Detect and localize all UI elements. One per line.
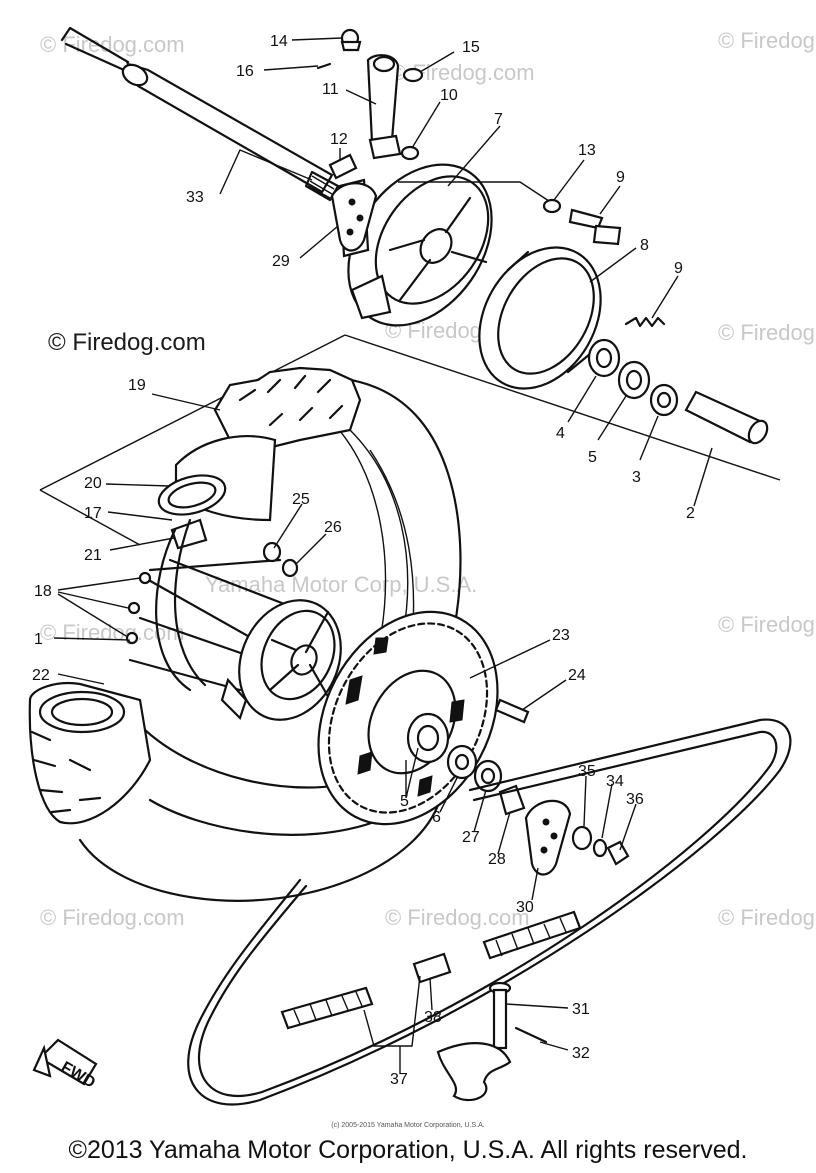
callout-8: 8 — [640, 237, 649, 254]
main-watermark: © Firedog.com — [48, 329, 206, 356]
callout-37: 36 — [626, 791, 644, 808]
axle-and-guide — [436, 981, 548, 1102]
callout-7: 7 — [494, 111, 503, 128]
leader-line — [398, 181, 556, 206]
watermark: © Firedog.com — [718, 905, 816, 930]
callout-29: 28 — [488, 851, 506, 868]
callout-32: 31 — [572, 1001, 590, 1018]
axle-bearings — [587, 338, 769, 445]
callout-9: 9 — [674, 260, 683, 277]
callout-5: 5 — [588, 449, 597, 466]
callout-36: 35 — [578, 763, 596, 780]
callout-5b: 5 — [400, 793, 409, 810]
callout-34: 33 — [186, 189, 204, 206]
callout-14: 13 — [578, 142, 596, 159]
rear-hub — [220, 541, 342, 721]
footer-copyright: ©2013 Yamaha Motor Corporation, U.S.A. A… — [68, 1136, 748, 1164]
watermark: © Firedog.com — [385, 905, 530, 930]
callout-27: 26 — [324, 519, 342, 536]
callout-12: 11 — [322, 81, 339, 98]
callout-13: 12 — [330, 131, 348, 148]
callout-20: 19 — [128, 377, 146, 394]
callout-25: 24 — [568, 667, 586, 684]
callout-39: 38 — [424, 1009, 442, 1026]
watermark: © Firedog.com — [718, 28, 816, 53]
rim-and-spokes — [125, 435, 302, 692]
callout-labels: 14 16 11 15 10 12 7 13 9 33 8 29 9 19 4 … — [32, 33, 695, 1088]
callout-21: 20 — [84, 475, 102, 492]
leader-lines — [53, 37, 713, 1074]
watermark: © Firedog.com — [40, 620, 185, 645]
brake-rod — [60, 26, 340, 202]
callout-24: 23 — [552, 627, 570, 644]
callout-23: 22 — [32, 667, 50, 684]
callout-22: 21 — [84, 547, 102, 564]
callout-11: 10 — [440, 87, 458, 104]
callout-31: 30 — [516, 899, 534, 916]
callout-38: 37 — [390, 1071, 408, 1088]
center-watermark: Yamaha Motor Corp, U.S.A. — [205, 572, 477, 597]
cam-lever — [316, 28, 424, 180]
callout-3: 3 — [632, 469, 641, 486]
callout-19: 18 — [34, 583, 52, 600]
callout-6: 6 — [432, 809, 441, 826]
forward-direction-indicator: FWD — [32, 1038, 98, 1092]
callout-4: 4 — [556, 425, 565, 442]
watermark: © Firedog.com — [718, 612, 816, 637]
callout-10: 9 — [616, 169, 625, 186]
callout-2: 2 — [686, 505, 695, 522]
callout-28: 27 — [462, 829, 480, 846]
brake-shoes — [478, 246, 666, 390]
callout-1: 1 — [34, 631, 43, 648]
assembly-outline — [39, 334, 781, 546]
chain-adjusters — [330, 182, 630, 876]
small-copyright-credit: (c) 2005-2015 Yamaha Motor Corporation, … — [331, 1122, 485, 1129]
drive-chain — [187, 718, 792, 1106]
callout-33: 32 — [572, 1045, 590, 1062]
brake-adjuster — [542, 198, 622, 246]
callout-35: 34 — [606, 773, 624, 790]
callout-18: 17 — [84, 505, 102, 522]
watermark: © Firedog.com — [718, 320, 816, 345]
callout-15: 14 — [270, 33, 288, 50]
callout-26: 25 — [292, 491, 310, 508]
callout-30: 29 — [272, 253, 290, 270]
watermark: © Firedog.com — [40, 905, 185, 930]
callout-17: 16 — [236, 63, 254, 80]
rear-tire — [28, 366, 462, 902]
callout-16: 15 — [462, 39, 480, 56]
